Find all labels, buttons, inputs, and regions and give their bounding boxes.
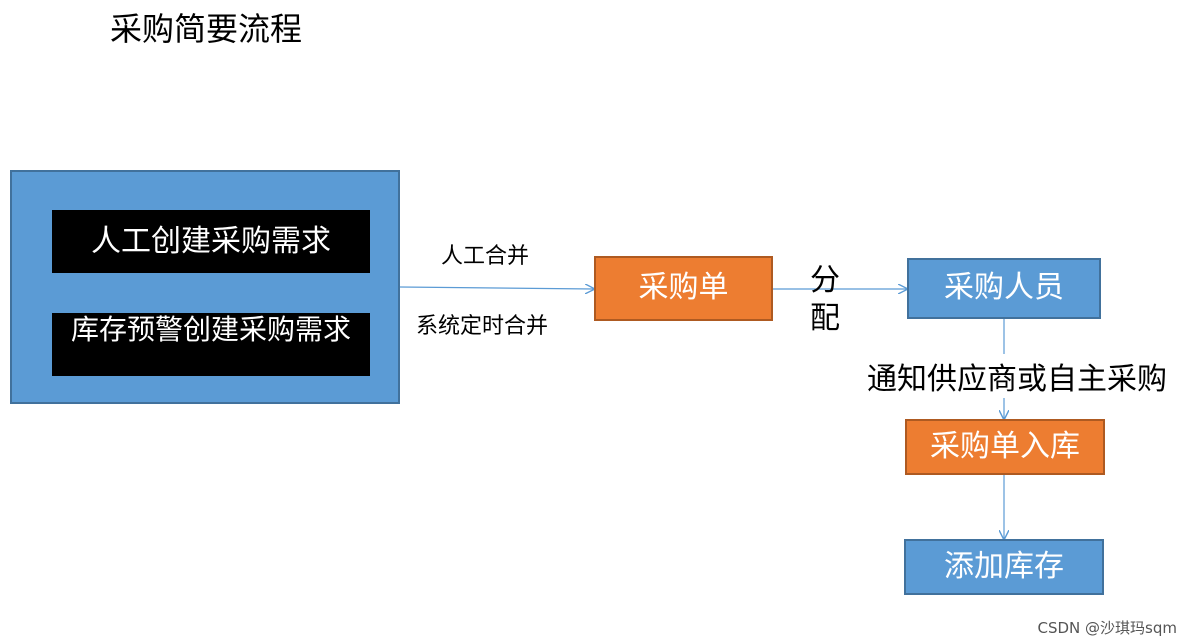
purchaser-node: 采购人员 — [907, 258, 1101, 319]
watermark: CSDN @沙琪玛sqm — [1037, 619, 1177, 637]
auto-merge-label: 系统定时合并 — [416, 314, 549, 339]
add-stock-node: 添加库存 — [904, 539, 1104, 595]
purchase-order-node: 采购单 — [594, 256, 773, 321]
manual-merge-label: 人工合并 — [441, 244, 530, 269]
arrow-demand-to-order — [399, 287, 594, 289]
manual-demand-node: 人工创建采购需求 — [52, 210, 370, 273]
stock-alert-demand-node: 库存预警创建采购需求 — [52, 313, 370, 376]
assign-label-line1: 分 — [810, 263, 840, 298]
assign-label-line2: 配 — [810, 301, 840, 336]
po-inbound-node: 采购单入库 — [905, 419, 1105, 475]
page-title: 采购简要流程 — [110, 10, 303, 48]
notify-label: 通知供应商或自主采购 — [867, 354, 1167, 398]
